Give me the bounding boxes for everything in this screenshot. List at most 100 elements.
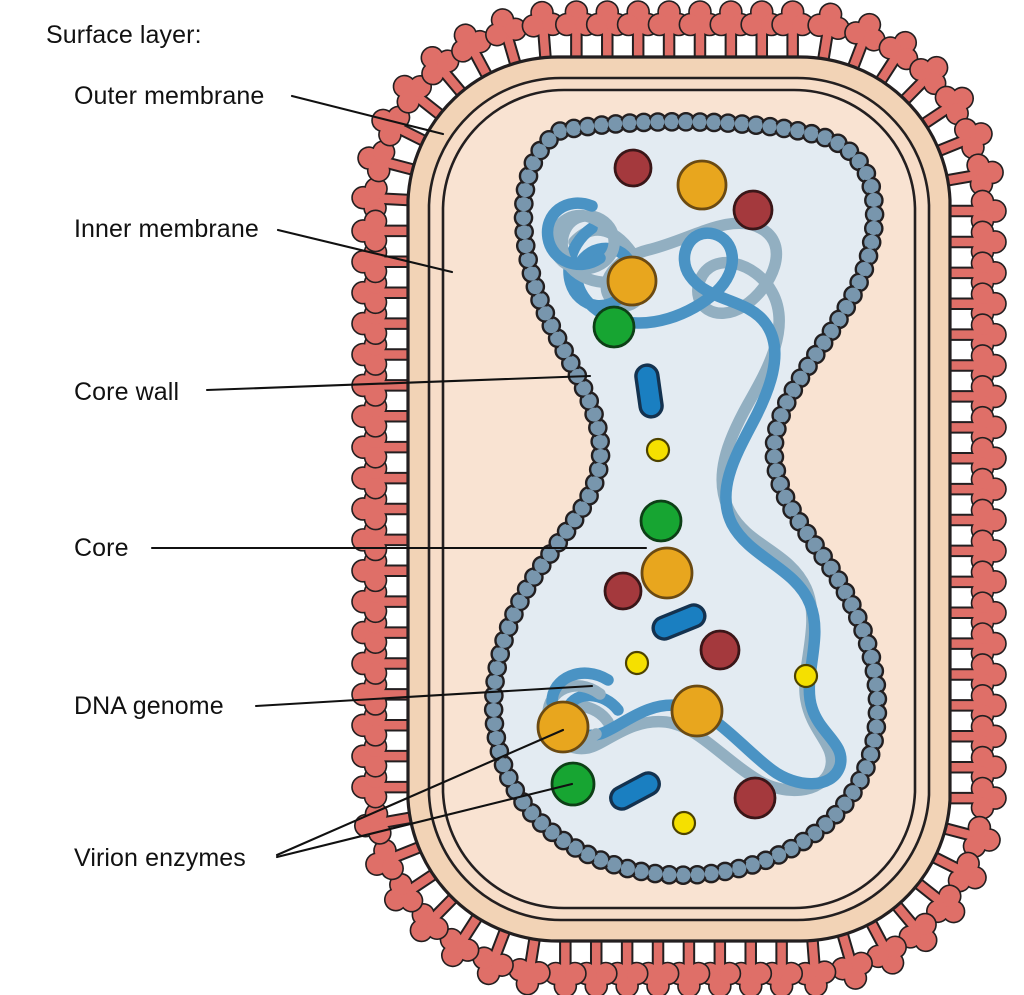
- core-wall-bead-fill: [623, 116, 637, 130]
- core-wall-bead-fill: [824, 324, 839, 338]
- core-wall-bead-fill: [759, 853, 773, 867]
- spike-38: [943, 653, 1007, 696]
- spike-73: [351, 518, 415, 562]
- enzyme-orange-sphere-15: [536, 700, 590, 754]
- core-wall-bead-fill: [864, 747, 878, 762]
- core-wall-bead-fill: [502, 771, 516, 785]
- core-wall-bead-fill: [513, 594, 527, 609]
- spike-41: [943, 745, 1007, 789]
- core-wall-bead-fill: [792, 515, 806, 529]
- core-wall-bead-fill: [808, 538, 822, 552]
- core-wall-bead-fill: [493, 647, 507, 661]
- spike-23: [943, 189, 1007, 233]
- enzyme-blue-rod-17: [609, 771, 661, 811]
- enzyme-blue-rod-10: [651, 603, 707, 641]
- core-wall-bead-fill: [662, 868, 676, 882]
- spike-28: [943, 344, 1007, 387]
- spike-15: [771, 0, 815, 64]
- spike-47: [862, 916, 917, 983]
- core-wall-bead-fill: [527, 570, 541, 584]
- spike-51: [729, 934, 773, 995]
- spike-29: [943, 375, 1007, 418]
- core-wall-bead-fill: [773, 477, 787, 491]
- core-wall-bead-fill: [842, 144, 857, 158]
- core-wall-bead-fill: [553, 124, 567, 138]
- enzyme-yellow-sphere-19: [671, 810, 697, 836]
- core-wall-bead-fill: [831, 573, 846, 587]
- core-wall-bead-fill: [838, 797, 852, 811]
- core-wall-bead-fill: [556, 833, 571, 848]
- core-wall-bead-fill: [769, 464, 783, 478]
- core-wall-bead-fill: [745, 858, 760, 872]
- core-wall-bead-fill: [533, 144, 547, 158]
- core-wall-bead-fill: [676, 868, 690, 882]
- spike-37: [943, 622, 1007, 666]
- leader-core-wall: [205, 374, 592, 392]
- enzyme-darkred-sphere-1: [613, 148, 653, 188]
- enzyme-orange-sphere-3: [606, 255, 658, 307]
- core-wall-bead-fill: [516, 211, 531, 225]
- core-wall-bead-fill: [869, 678, 883, 692]
- core-wall-bead-fill: [581, 119, 595, 134]
- spike-63: [358, 835, 425, 888]
- core-wall-bead-fill: [651, 115, 665, 129]
- enzyme-darkred-sphere-2: [732, 189, 774, 231]
- spike-79: [351, 333, 415, 376]
- spike-26: [943, 282, 1007, 326]
- core-wall-bead-fill: [867, 734, 881, 748]
- core-wall-bead-fill: [793, 371, 808, 385]
- core-wall-bead-fill: [595, 118, 609, 132]
- core-wall-bead-fill: [592, 462, 606, 477]
- spike-60: [429, 911, 484, 977]
- core-wall-bead-fill: [594, 853, 608, 867]
- spike-9: [585, 0, 629, 64]
- spike-82: [351, 240, 415, 284]
- core-wall-bead-fill: [869, 720, 883, 734]
- core-wall-bead-fill: [567, 121, 581, 136]
- core-wall-bead-fill: [665, 115, 679, 129]
- spike-75: [351, 456, 415, 500]
- core-wall-bead-fill: [831, 136, 845, 150]
- spike-80: [351, 302, 415, 345]
- enzyme-orange-sphere-0: [676, 159, 728, 211]
- core-wall-bead-fill: [852, 275, 866, 290]
- spike-39: [943, 684, 1007, 727]
- core-wall-bead-fill: [853, 773, 867, 788]
- core-wall-bead-fill: [487, 717, 502, 731]
- spike-31: [943, 436, 1007, 480]
- label-virion-enzymes: Virion enzymes: [74, 844, 246, 872]
- core-wall-bead-fill: [832, 312, 846, 327]
- core-wall-bead-fill: [852, 154, 866, 169]
- core-wall-bead-fill: [637, 115, 651, 130]
- core-wall-bead-fill: [704, 866, 718, 881]
- core-wall-bead-fill: [524, 266, 538, 280]
- core-wall-bead-fill: [817, 336, 831, 350]
- core-wall-bead-fill: [488, 675, 502, 689]
- core-wall-bead-fill: [533, 293, 547, 307]
- core-wall-bead-fill: [519, 239, 533, 253]
- core-wall-bead-fill: [535, 558, 549, 573]
- core-wall-bead-fill: [763, 120, 777, 134]
- spike-35: [943, 560, 1007, 604]
- spike-36: [943, 591, 1007, 635]
- spike-62: [374, 868, 440, 924]
- core-wall-bead-fill: [867, 664, 881, 678]
- spike-53: [667, 934, 711, 995]
- enzyme-darkred-sphere-18: [733, 776, 777, 820]
- core-wall-bead-fill: [620, 861, 635, 876]
- core-wall-bead-fill: [496, 758, 511, 772]
- spike-48: [828, 928, 879, 995]
- core-wall-bead-fill: [778, 490, 793, 504]
- spike-27: [943, 313, 1007, 357]
- core-wall-bead-fill: [819, 817, 833, 832]
- spike-19: [898, 44, 960, 106]
- leader-virion-enzymes-1: [275, 728, 565, 857]
- enzyme-blue-rod-5: [634, 363, 664, 419]
- core-wall-bead-fill: [809, 348, 823, 362]
- enzyme-orange-sphere-8: [640, 546, 694, 600]
- enzyme-green-sphere-4: [592, 305, 636, 349]
- core-wall-bead-fill: [865, 235, 879, 249]
- spike-65: [351, 765, 415, 809]
- spike-81: [351, 271, 415, 315]
- core-wall-bead-fill: [804, 127, 819, 141]
